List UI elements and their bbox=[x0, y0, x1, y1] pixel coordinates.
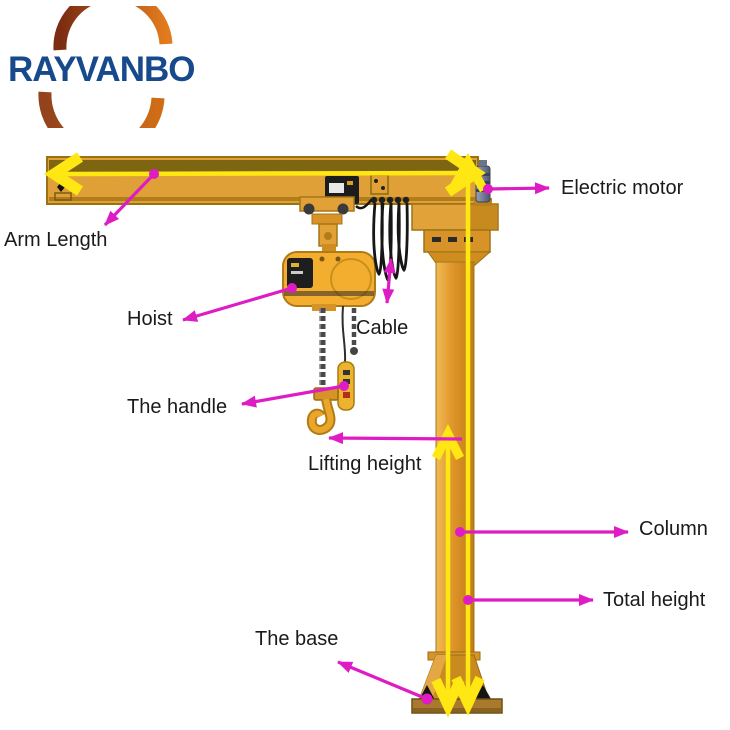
leader-hoist bbox=[182, 286, 293, 322]
hoist-body bbox=[282, 251, 376, 311]
label-hoist: Hoist bbox=[127, 308, 173, 330]
jib-arm bbox=[46, 156, 479, 205]
leader-cable-up bbox=[383, 258, 396, 282]
leader-the-handle bbox=[241, 384, 345, 408]
label-the-base: The base bbox=[255, 628, 339, 650]
leader-cable-down bbox=[382, 280, 395, 304]
hoist-trolley bbox=[299, 176, 359, 254]
leader-arm-length bbox=[103, 172, 156, 227]
label-electric-motor: Electric motor bbox=[561, 177, 684, 199]
leader-lines bbox=[103, 172, 629, 701]
leader-electric-motor bbox=[487, 182, 550, 195]
label-arm-length: Arm Length bbox=[4, 229, 108, 251]
leader-lifting-height bbox=[328, 432, 463, 445]
leader-dots bbox=[149, 169, 493, 705]
leader-the-base bbox=[337, 660, 428, 701]
hook bbox=[306, 387, 339, 435]
label-cable: Cable bbox=[356, 317, 409, 339]
label-lifting-height: Lifting height bbox=[308, 453, 422, 475]
load-chain bbox=[319, 305, 358, 392]
logo-text: RAYVANBO bbox=[8, 50, 195, 89]
label-the-handle: The handle bbox=[127, 396, 228, 418]
lifting-height-arrow bbox=[431, 423, 465, 718]
column bbox=[411, 203, 499, 659]
logo-top-arc-icon bbox=[53, 0, 173, 51]
label-total-height: Total height bbox=[603, 589, 706, 611]
label-column: Column bbox=[639, 518, 708, 540]
